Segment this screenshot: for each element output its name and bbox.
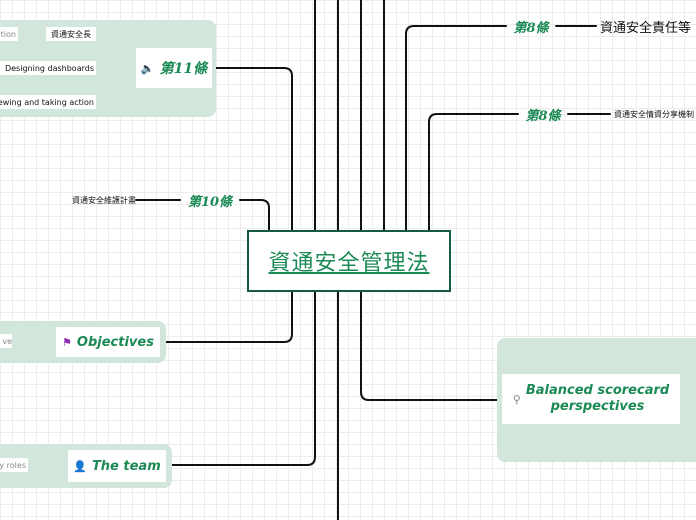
objectives-node[interactable]: ⚑ Objectives — [56, 327, 160, 357]
article-8-upper-node[interactable]: 第8條 — [513, 20, 549, 36]
speaker-icon: 🔈 — [140, 61, 155, 75]
balanced-scorecard-node[interactable]: ⚲ Balanced scorecard perspectives — [502, 374, 680, 424]
article-10-node[interactable]: 第10條 — [187, 194, 233, 210]
person-icon: 👤 — [73, 459, 87, 473]
article-8-upper-child[interactable]: 資通安全責任等 — [600, 21, 692, 36]
article-11-node[interactable]: 🔈 第11條 — [136, 48, 212, 88]
central-topic[interactable]: 資通安全管理法 — [247, 230, 451, 292]
article-11-child-3[interactable]: Designing dashboards — [0, 61, 96, 75]
article-8-lower-node[interactable]: 第8條 — [525, 108, 561, 124]
article-11-child-1[interactable]: tion — [0, 27, 18, 41]
article-10-child[interactable]: 資通安全維護計畫 — [72, 196, 136, 205]
team-child[interactable]: y roles — [0, 458, 28, 472]
objectives-child[interactable]: ve — [0, 334, 12, 348]
article-8-lower-child[interactable]: 資通安全情資分享機制 — [614, 110, 694, 119]
team-node[interactable]: 👤 The team — [68, 450, 166, 482]
magnifier-icon: ⚲ — [512, 392, 521, 406]
article-11-child-4[interactable]: ewing and taking action — [0, 95, 96, 109]
flag-icon: ⚑ — [62, 335, 72, 349]
article-11-child-2[interactable]: 資通安全長 — [46, 27, 96, 41]
